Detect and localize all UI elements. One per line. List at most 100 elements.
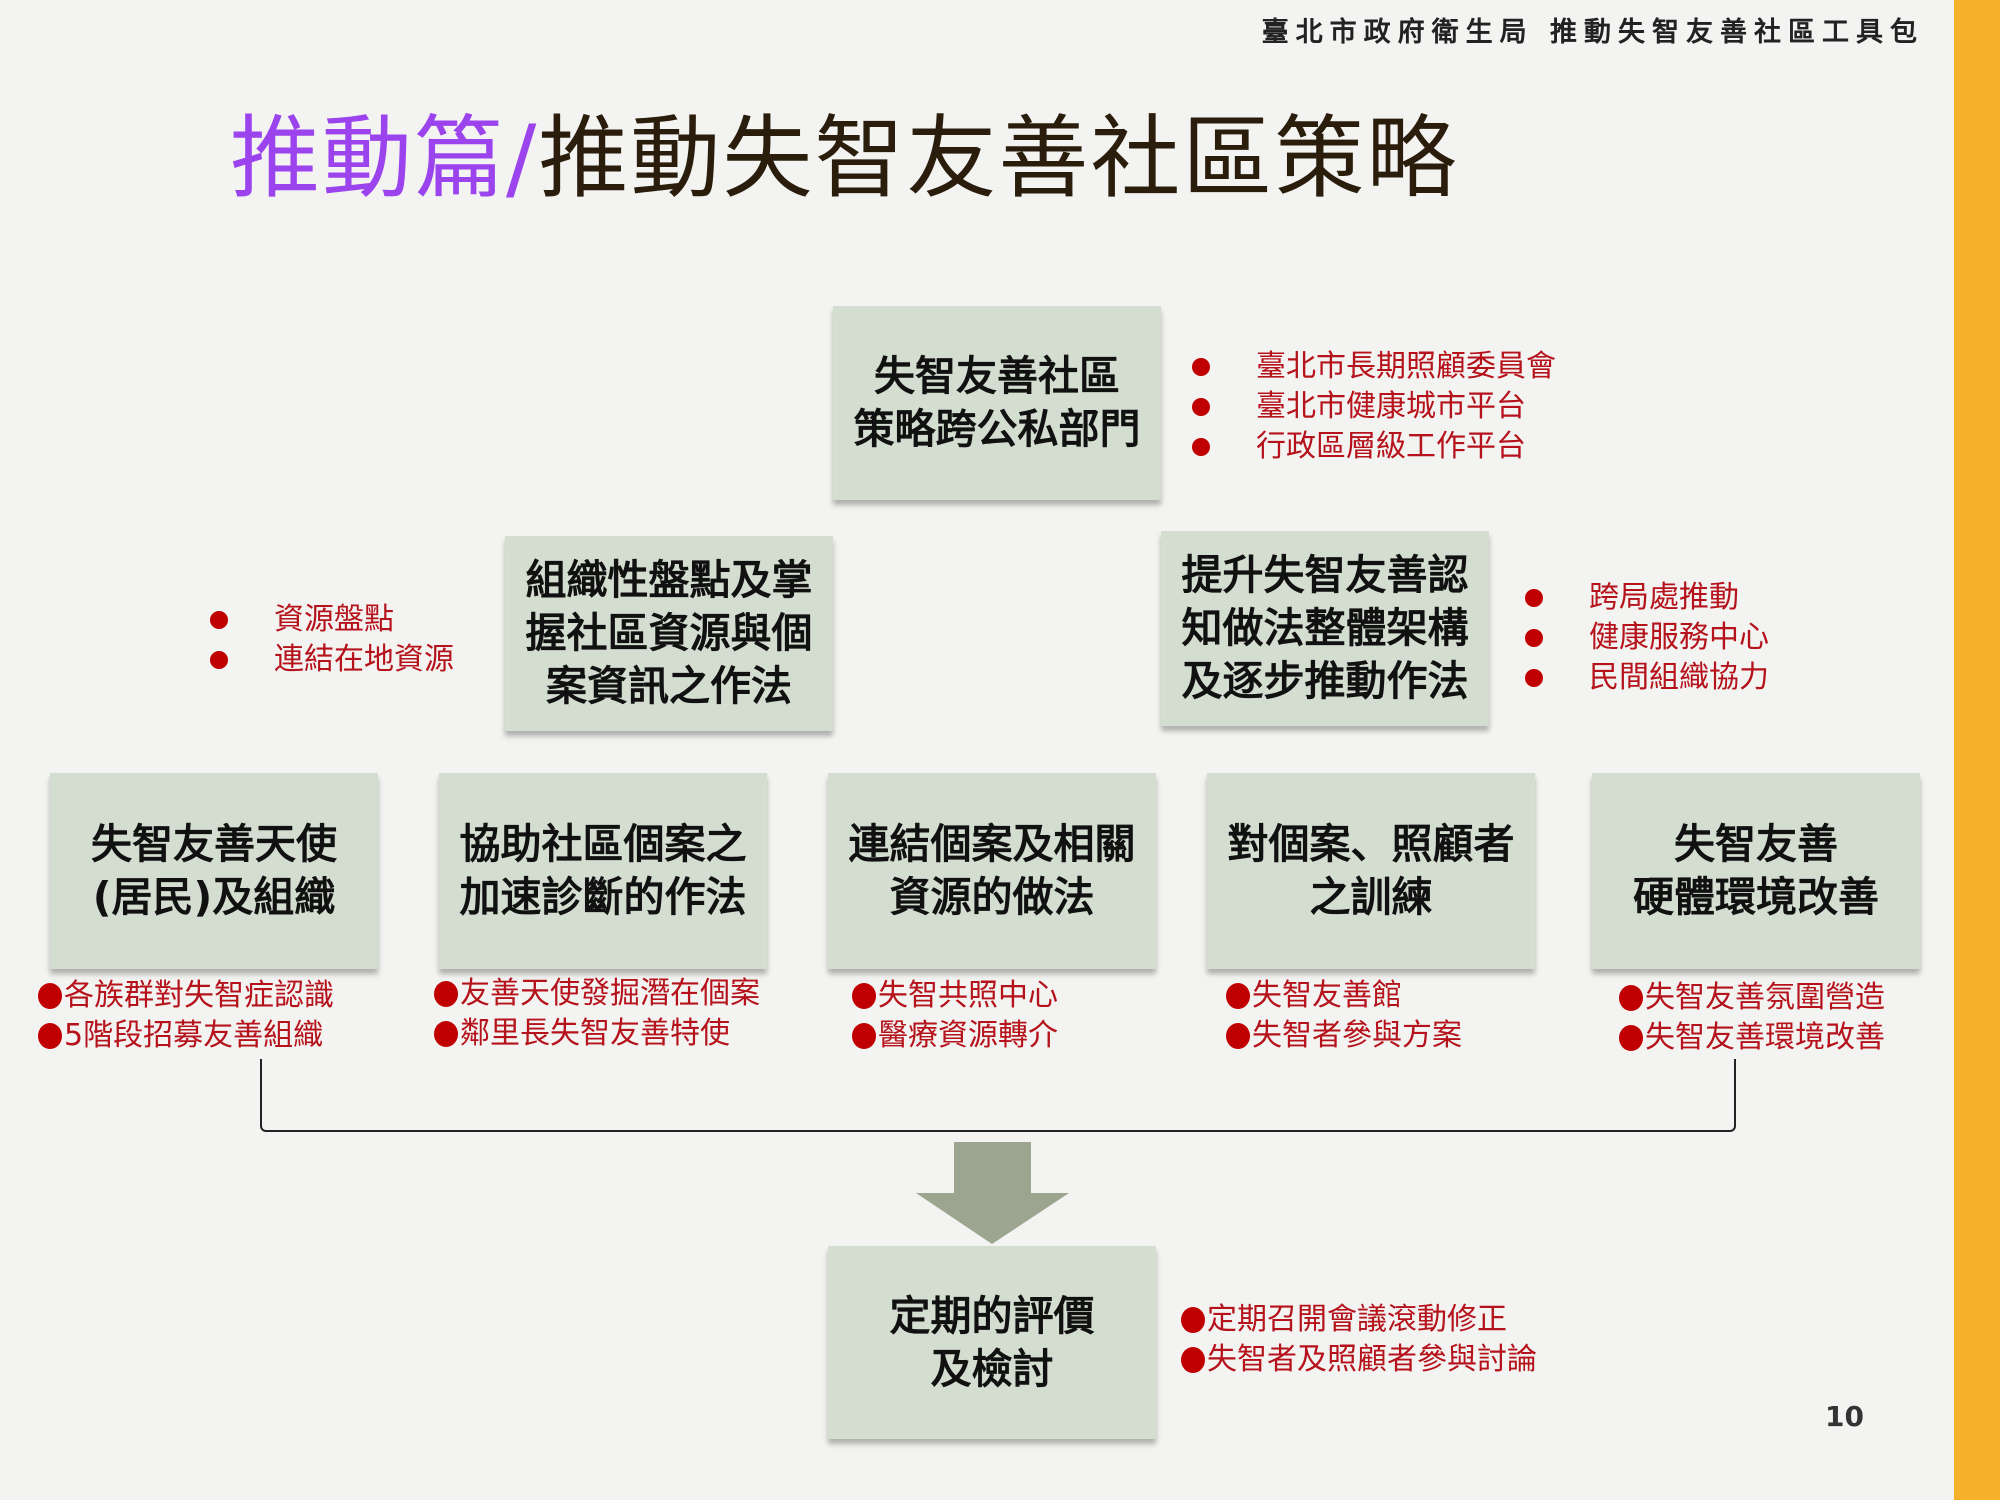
box-evaluation: 定期的評價及檢討	[828, 1246, 1156, 1439]
list-item: 鄰里長失智友善特使	[434, 1014, 760, 1054]
list-item: 跨局處推動	[1525, 578, 1769, 618]
text-label: 提升失智友善認	[1181, 551, 1469, 599]
text-label: 5階段招募友善組織	[64, 1018, 324, 1053]
text-label: 醫療資源轉介	[878, 1018, 1058, 1053]
bullet-icon	[852, 983, 876, 1009]
box-training: 對個案、照顧者之訓練	[1207, 773, 1535, 969]
bullet-icon	[38, 1023, 62, 1049]
list-item: 醫療資源轉介	[852, 1016, 1058, 1056]
text-label: 跨局處推動	[1589, 580, 1739, 615]
box-text: 連結個案及相關資源的做法	[849, 818, 1136, 924]
box-cross-sector: 失智友善社區策略跨公私部門	[833, 306, 1161, 500]
text-label: 失智者及照顧者參與討論	[1207, 1342, 1537, 1377]
text-label: 失智友善氛圍營造	[1645, 980, 1885, 1015]
text-label: 及逐步推動作法	[1181, 657, 1469, 705]
list-item: 失智者參與方案	[1226, 1016, 1462, 1056]
text-label: 組織性盤點及掌	[525, 556, 813, 604]
text-label: 臺北市健康城市平台	[1256, 389, 1526, 424]
text-label: 資源盤點	[274, 602, 394, 637]
bullet-icon	[210, 611, 228, 629]
box-line: 失智友善社區	[874, 352, 1120, 400]
mid-left-bullets: 資源盤點 連結在地資源	[210, 600, 454, 680]
bullet-icon	[1181, 1347, 1205, 1373]
bullet-icon	[1192, 358, 1210, 376]
list-item: 失智友善館	[1226, 976, 1462, 1016]
title-prefix: 推動篇/	[230, 106, 539, 211]
text-label: 硬體環境改善	[1633, 873, 1879, 921]
text-label: 友善天使發掘潛在個案	[460, 976, 760, 1011]
text-label: 失智友善環境改善	[1645, 1020, 1885, 1055]
text-label: 協助社區個案之	[459, 820, 747, 868]
bullet-icon	[1226, 983, 1250, 1009]
text-label: 定期召開會議滾動修正	[1207, 1302, 1507, 1337]
text-label: 加速診斷的作法	[459, 873, 747, 921]
text-label: 民間組織協力	[1589, 660, 1769, 695]
list-item: 失智共照中心	[852, 976, 1058, 1016]
box-diagnosis: 協助社區個案之加速診斷的作法	[439, 773, 767, 969]
bullets-resources: 失智共照中心 醫療資源轉介	[852, 976, 1058, 1056]
bullet-icon	[1525, 629, 1543, 647]
text-label: 及檢討	[930, 1344, 1054, 1393]
box-environment: 失智友善硬體環境改善	[1592, 773, 1920, 969]
box-text: 組織性盤點及掌握社區資源與個案資訊之作法	[526, 554, 813, 713]
text-label: 資源的做法	[889, 873, 1095, 921]
box-text: 對個案、照顧者之訓練	[1228, 818, 1515, 924]
bullets-angels: 各族群對失智症認識 5階段招募友善組織	[38, 976, 334, 1056]
list-item: 失智友善氛圍營造	[1619, 978, 1885, 1018]
bullets-training: 失智友善館 失智者參與方案	[1226, 976, 1462, 1056]
text-label: 失智友善	[1674, 820, 1838, 868]
box-line: 策略跨公私部門	[853, 405, 1141, 453]
text-label: 臺北市長期照顧委員會	[1256, 349, 1556, 384]
box-text: 失智友善硬體環境改善	[1633, 818, 1879, 924]
text-label: (居民)及組織	[92, 873, 336, 921]
list-item: 健康服務中心	[1525, 618, 1769, 658]
page-title: 推動篇/推動失智友善社區策略	[230, 85, 1458, 215]
top-bullets: 臺北市長期照顧委員會 臺北市健康城市平台 行政區層級工作平台	[1192, 347, 1556, 467]
text-label: 對個案、照顧者	[1227, 820, 1515, 868]
list-item: 行政區層級工作平台	[1192, 427, 1556, 467]
title-main: 推動失智友善社區策略	[538, 106, 1459, 211]
accent-sidebar	[1954, 0, 2000, 1500]
text-label: 之訓練	[1309, 873, 1433, 921]
box-text: 提升失智友善認知做法整體架構及逐步推動作法	[1182, 549, 1469, 708]
box-text: 協助社區個案之加速診斷的作法	[460, 818, 747, 924]
text-label: 行政區層級工作平台	[1256, 429, 1526, 464]
bullets-environment: 失智友善氛圍營造 失智友善環境改善	[1619, 978, 1885, 1058]
text-label: 失智友善館	[1252, 978, 1402, 1013]
box-angels: 失智友善天使(居民)及組織	[50, 773, 378, 969]
list-item: 定期召開會議滾動修正	[1181, 1300, 1537, 1340]
header-caption: 臺北市政府衛生局 推動失智友善社區工具包	[1261, 17, 1924, 48]
down-arrow-icon	[916, 1142, 1069, 1244]
grouping-bracket	[260, 1059, 1736, 1132]
bullets-diagnosis: 友善天使發掘潛在個案 鄰里長失智友善特使	[434, 974, 760, 1054]
list-item: 5階段招募友善組織	[38, 1016, 334, 1056]
page-number: 10	[1825, 1400, 1864, 1433]
bullet-icon	[852, 1023, 876, 1049]
text-label: 健康服務中心	[1589, 620, 1769, 655]
text-label: 失智共照中心	[878, 978, 1058, 1013]
text-label: 各族群對失智症認識	[64, 978, 334, 1013]
list-item: 失智友善環境改善	[1619, 1018, 1885, 1058]
list-item: 各族群對失智症認識	[38, 976, 334, 1016]
text-label: 失智者參與方案	[1252, 1018, 1462, 1053]
text-label: 案資訊之作法	[546, 662, 792, 710]
bullet-icon	[434, 1021, 458, 1047]
bullet-icon	[1619, 985, 1643, 1011]
box-text: 定期的評價及檢討	[890, 1290, 1095, 1396]
bullet-icon	[1181, 1307, 1205, 1333]
text-label: 連結個案及相關	[848, 820, 1136, 868]
box-awareness-framework: 提升失智友善認知做法整體架構及逐步推動作法	[1161, 531, 1489, 726]
text-label: 連結在地資源	[274, 642, 454, 677]
bullet-icon	[1619, 1025, 1643, 1051]
box-resources: 連結個案及相關資源的做法	[828, 773, 1156, 969]
bullet-icon	[1226, 1023, 1250, 1049]
bullet-icon	[1192, 398, 1210, 416]
text-label: 握社區資源與個	[525, 609, 813, 657]
box-text: 失智友善社區策略跨公私部門	[854, 350, 1141, 456]
list-item: 臺北市健康城市平台	[1192, 387, 1556, 427]
list-item: 臺北市長期照顧委員會	[1192, 347, 1556, 387]
mid-right-bullets: 跨局處推動 健康服務中心 民間組織協力	[1525, 578, 1769, 698]
list-item: 連結在地資源	[210, 640, 454, 680]
bullet-icon	[1192, 438, 1210, 456]
list-item: 資源盤點	[210, 600, 454, 640]
